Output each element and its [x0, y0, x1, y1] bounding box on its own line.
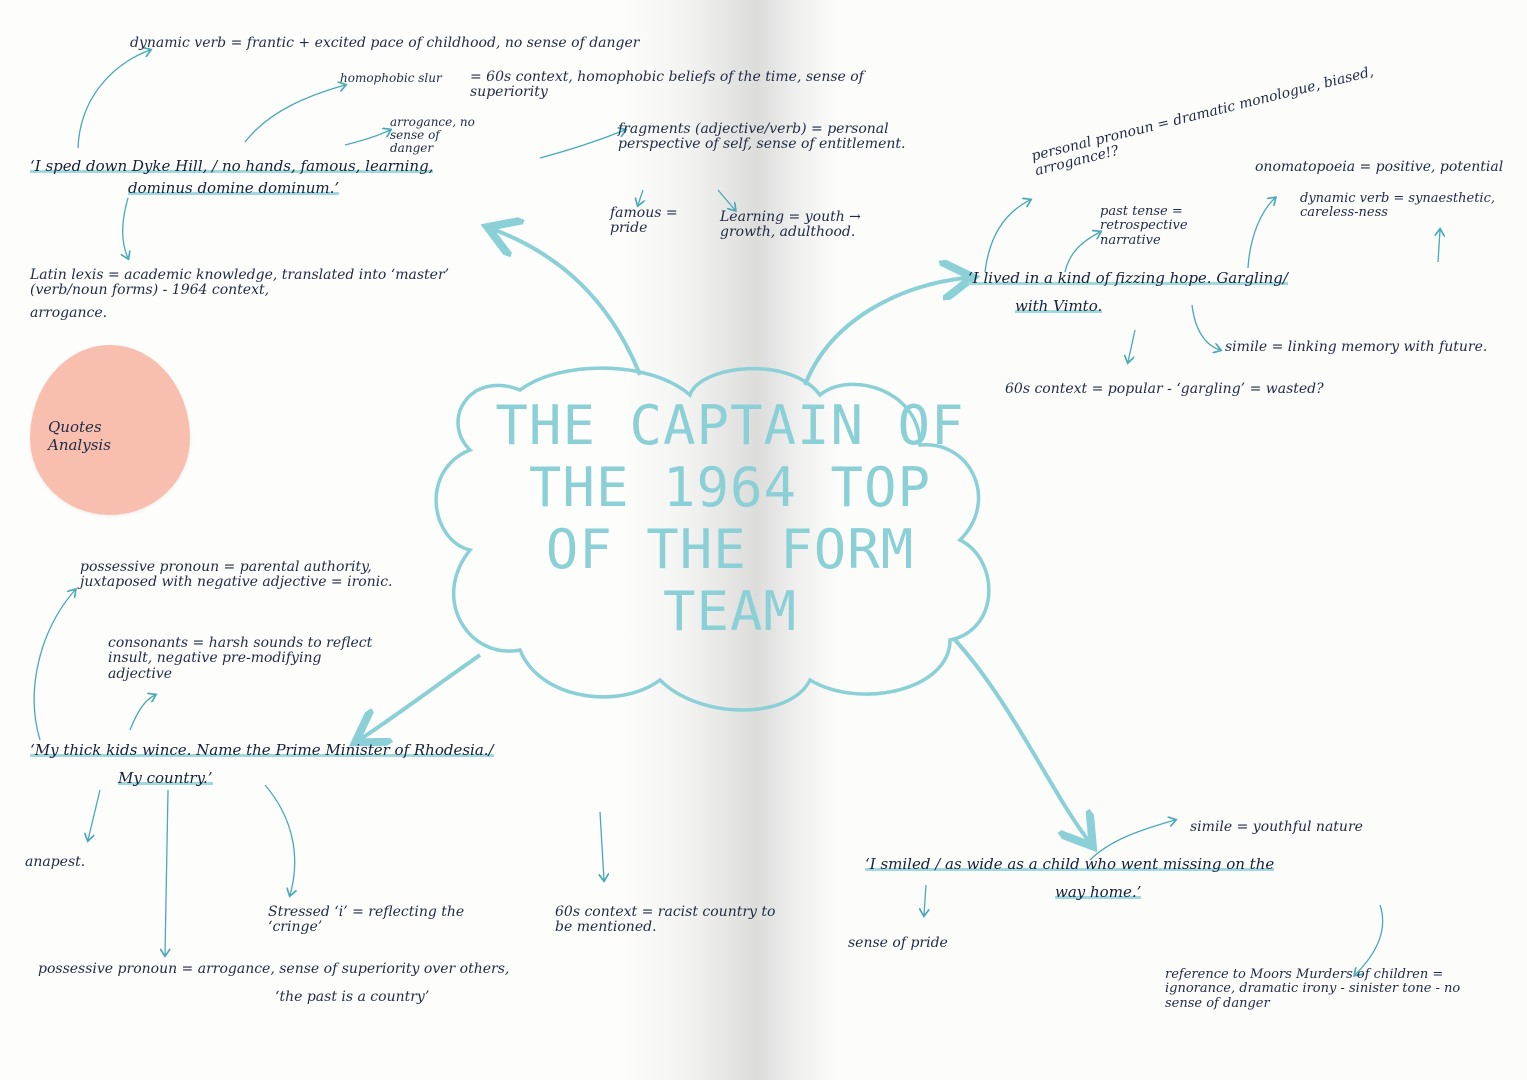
note-moors-murders: reference to Moors Murders of children =…	[1165, 967, 1461, 1011]
quote1-line1: ‘I sped down Dyke Hill, / no hands, famo…	[30, 157, 434, 175]
quote3-line2-text: My country.’	[118, 769, 213, 787]
title-line-1: THE CAPTAIN OF	[495, 394, 965, 457]
note-60s-context-2: 60s context = popular - ‘gargling’ = was…	[1005, 381, 1324, 397]
quote3-line1-text: ‘My thick kids wince. Name the Prime Min…	[30, 741, 494, 759]
note-simile-4: simile = youthful nature	[1190, 819, 1363, 835]
note-homophobic-slur: homophobic slur	[340, 71, 442, 85]
note-dynamic-verb-2: dynamic verb = synaesthetic, careless-ne…	[1300, 191, 1496, 221]
quote2-line1-text: ‘I lived in a kind of fizzing hope. Garg…	[968, 269, 1288, 287]
quote4-line2: way home.’	[1055, 883, 1142, 901]
quote3-line2: My country.’	[118, 769, 213, 787]
note-stressed-i: Stressed ‘i’ = reflecting the ‘cringe’	[268, 904, 465, 936]
quote1-line2: dominus domine dominum.’	[128, 179, 340, 197]
note-dynamic-verb: dynamic verb = frantic + excited pace of…	[130, 35, 640, 51]
title-line-3: OF THE FORM	[545, 518, 915, 581]
sticky-note-label: Quotes Analysis	[48, 418, 111, 454]
note-possessive-pronoun: possessive pronoun = parental authority,…	[80, 559, 393, 591]
note-past-country: ‘the past is a country’	[275, 989, 430, 1005]
quote2-line1: ‘I lived in a kind of fizzing hope. Garg…	[968, 269, 1288, 287]
title-line-4: TEAM	[662, 580, 798, 643]
note-consonants: consonants = harsh sounds to reflect ins…	[108, 635, 373, 682]
quote1-line2-text: dominus domine dominum.’	[128, 179, 340, 197]
quote4-line1-text: ‘I smiled / as wide as a child who went …	[865, 855, 1275, 873]
note-homophobic-context: = 60s context, homophobic beliefs of the…	[470, 69, 864, 101]
note-past-tense: past tense = retrospective narrative	[1100, 204, 1188, 248]
quote3-line1: ‘My thick kids wince. Name the Prime Min…	[30, 741, 494, 759]
note-famous: famous = pride	[610, 205, 678, 237]
note-simile-2: simile = linking memory with future.	[1225, 339, 1488, 355]
note-arrogance: arrogance, no sense of danger	[390, 115, 475, 156]
title-line-2: THE 1964 TOP	[528, 456, 932, 519]
quote1-line1-text: ‘I sped down Dyke Hill, / no hands, famo…	[30, 157, 434, 175]
note-sense-of-pride: sense of pride	[848, 935, 948, 951]
note-latin-lexis: Latin lexis = academic knowledge, transl…	[30, 267, 450, 299]
quote2-line2-text: with Vimto.	[1015, 297, 1103, 315]
central-title: THE CAPTAIN OF THE 1964 TOP OF THE FORM …	[470, 395, 990, 643]
note-possessive-arrogance: possessive pronoun = arrogance, sense of…	[38, 961, 510, 977]
quote2-line2: with Vimto.	[1015, 297, 1103, 315]
quote4-line2-text: way home.’	[1055, 883, 1142, 901]
note-60s-context-3: 60s context = racist country to be menti…	[555, 904, 776, 936]
sticky-note	[30, 345, 190, 515]
note-anapest: anapest.	[25, 854, 86, 870]
note-onomatopoeia: onomatopoeia = positive, potential	[1255, 159, 1504, 175]
quote4-line1: ‘I smiled / as wide as a child who went …	[865, 855, 1275, 873]
note-fragments: fragments (adjective/verb) = personal pe…	[618, 121, 906, 153]
note-latin-end: arrogance.	[30, 305, 108, 321]
note-learning: Learning = youth → growth, adulthood.	[720, 209, 861, 241]
